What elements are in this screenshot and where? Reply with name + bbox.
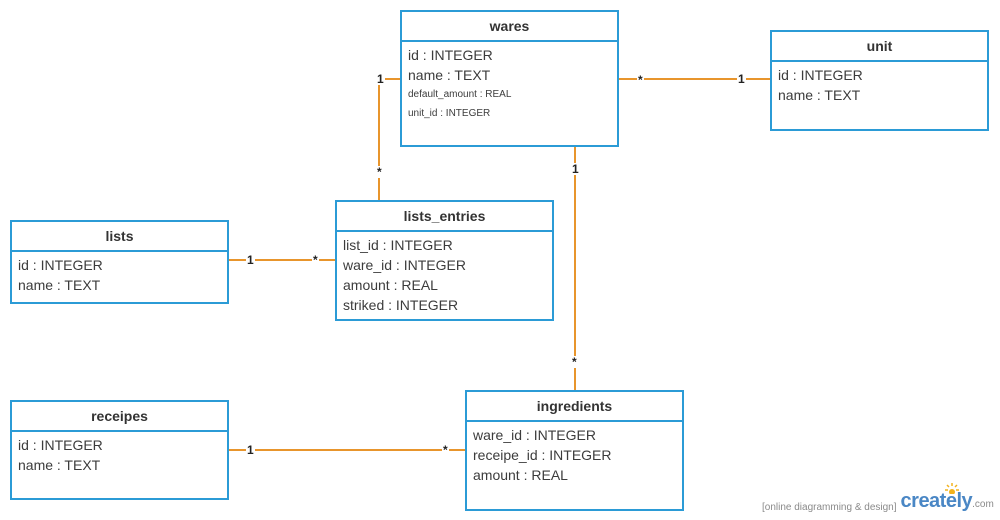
- branding-logo-suffix: .com: [972, 499, 994, 510]
- creately-logo: creately: [900, 490, 973, 512]
- attribute-list: id : INTEGER name : TEXT: [12, 432, 227, 475]
- mult-receipes-ingredients-receipes-side: 1: [246, 443, 255, 457]
- attribute: name : TEXT: [408, 67, 491, 83]
- mult-lists-lists-entries-lists-side: 1: [246, 253, 255, 267]
- attribute: id : INTEGER: [778, 67, 863, 83]
- attribute: receipe_id : INTEGER: [473, 447, 612, 463]
- entity-title: ingredients: [467, 392, 682, 422]
- attribute-list: id : INTEGER name : TEXT: [772, 62, 987, 105]
- entity-wares[interactable]: wares id : INTEGER name : TEXT default_a…: [400, 10, 619, 147]
- entity-unit[interactable]: unit id : INTEGER name : TEXT: [770, 30, 989, 131]
- mult-lists-lists-entries-entries-side: *: [312, 253, 319, 267]
- mult-wares-ingredients-ingredients-side: *: [571, 355, 578, 369]
- attribute: name : TEXT: [18, 277, 101, 293]
- attribute: ware_id : INTEGER: [343, 257, 466, 273]
- mult-receipes-ingredients-ingredients-side: *: [442, 443, 449, 457]
- entity-receipes[interactable]: receipes id : INTEGER name : TEXT: [10, 400, 229, 500]
- entity-title: wares: [402, 12, 617, 42]
- attribute-list: id : INTEGER name : TEXT: [12, 252, 227, 295]
- entity-lists-entries[interactable]: lists_entries list_id : INTEGER ware_id …: [335, 200, 554, 321]
- relation-wares-lists-entries: [378, 78, 400, 200]
- creately-branding[interactable]: [online diagramming & design]creately.co…: [762, 490, 994, 513]
- attribute: ware_id : INTEGER: [473, 427, 596, 443]
- attribute: striked : INTEGER: [343, 297, 459, 313]
- attribute: unit_id : INTEGER: [408, 108, 491, 119]
- attribute: id : INTEGER: [408, 47, 493, 63]
- attribute: name : TEXT: [18, 457, 101, 473]
- attribute: default_amount : REAL: [408, 89, 512, 100]
- mult-wares-unit-wares-side: *: [637, 73, 644, 87]
- mult-wares-lists-entries-entries-side: *: [376, 165, 383, 179]
- sun-icon: [945, 483, 959, 494]
- attribute: list_id : INTEGER: [343, 237, 453, 253]
- attribute: id : INTEGER: [18, 437, 103, 453]
- mult-wares-unit-unit-side: 1: [737, 72, 746, 86]
- entity-ingredients[interactable]: ingredients ware_id : INTEGER receipe_id…: [465, 390, 684, 511]
- attribute-list: ware_id : INTEGER receipe_id : INTEGER a…: [467, 422, 682, 485]
- mult-wares-lists-entries-wares-side: 1: [376, 72, 385, 86]
- entity-lists[interactable]: lists id : INTEGER name : TEXT: [10, 220, 229, 304]
- attribute: amount : REAL: [343, 277, 438, 293]
- attribute-list: list_id : INTEGER ware_id : INTEGER amou…: [337, 232, 552, 315]
- attribute: name : TEXT: [778, 87, 861, 103]
- entity-title: unit: [772, 32, 987, 62]
- entity-title: lists_entries: [337, 202, 552, 232]
- attribute: id : INTEGER: [18, 257, 103, 273]
- mult-wares-ingredients-wares-side: 1: [571, 162, 580, 176]
- branding-tagline: [online diagramming & design]: [762, 502, 897, 513]
- entity-title: receipes: [12, 402, 227, 432]
- attribute-list: id : INTEGER name : TEXT default_amount …: [402, 42, 617, 123]
- entity-title: lists: [12, 222, 227, 252]
- attribute: amount : REAL: [473, 467, 568, 483]
